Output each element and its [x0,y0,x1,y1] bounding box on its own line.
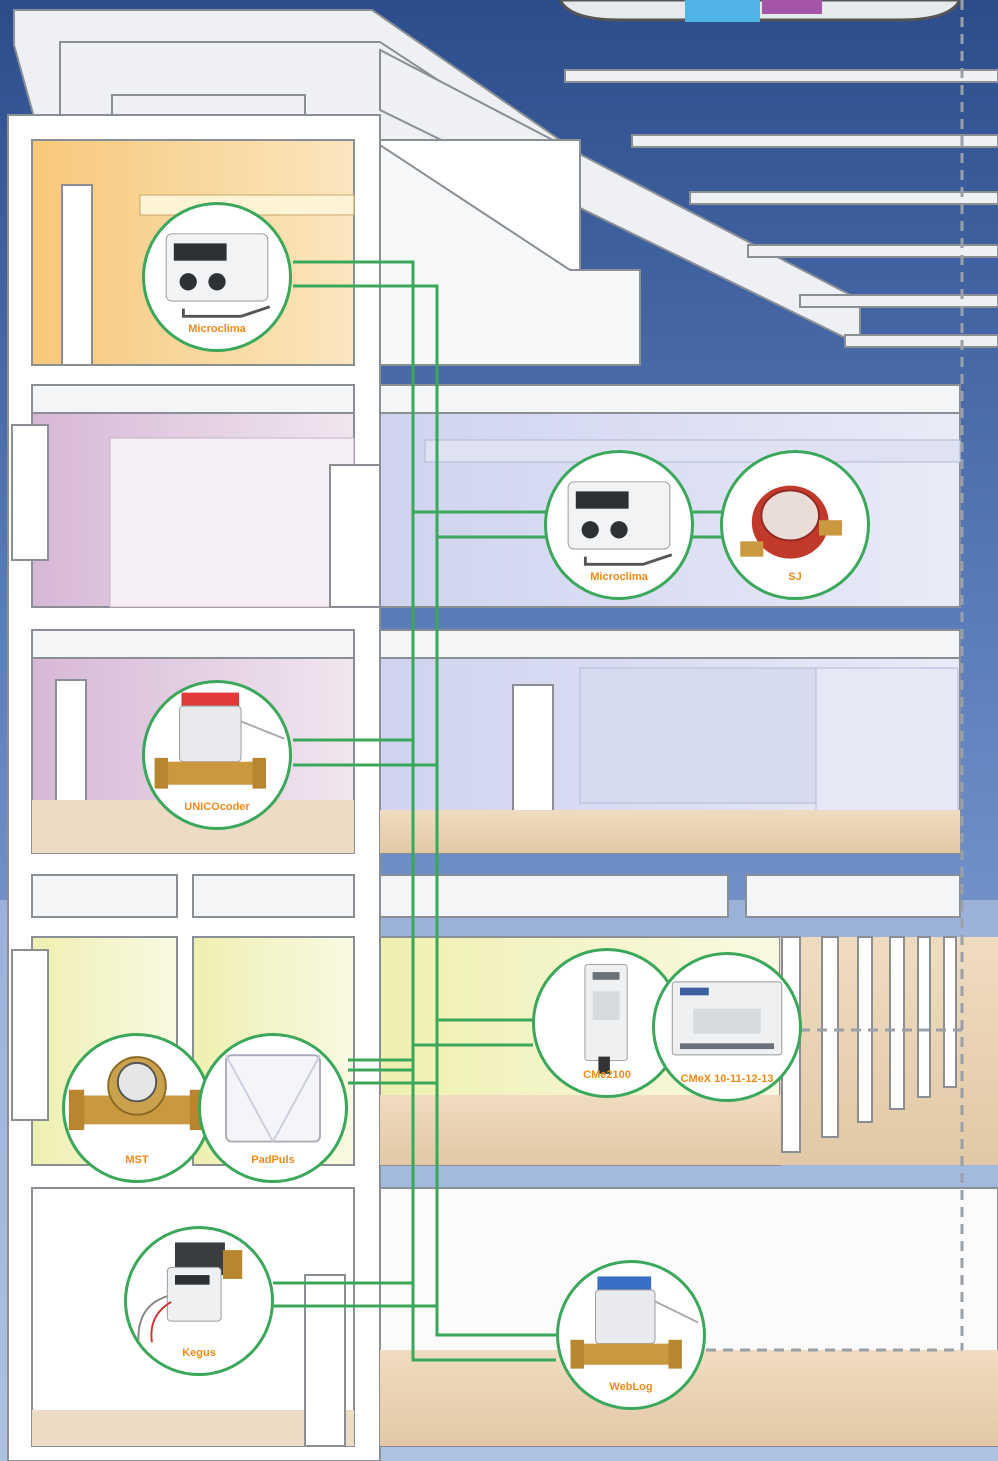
device-label: MST [65,1154,209,1166]
device-kegus[interactable]: Kegus [124,1226,274,1376]
device-label: WebLog [559,1381,703,1393]
device-label: UNICOcoder [145,801,289,813]
device-label: PadPuls [201,1154,345,1166]
device-cmex[interactable]: CMeX 10-11-12-13 [652,952,802,1102]
device-label: Microclima [145,323,289,335]
gateway-dome [560,0,960,22]
device-label: Microclima [547,571,691,583]
device-weblog[interactable]: WebLog [556,1260,706,1410]
device-mst[interactable]: MST [62,1033,212,1183]
device-padpuls[interactable]: PadPuls [198,1033,348,1183]
device-label: Kegus [127,1347,271,1359]
device-label: CMeX 10-11-12-13 [655,1073,799,1085]
device-microclima-top[interactable]: Microclima [142,202,292,352]
device-unicocoder[interactable]: UNICOcoder [142,680,292,830]
device-microclima-mid[interactable]: Microclima [544,450,694,600]
device-label: SJ [723,571,867,583]
device-sj[interactable]: SJ [720,450,870,600]
